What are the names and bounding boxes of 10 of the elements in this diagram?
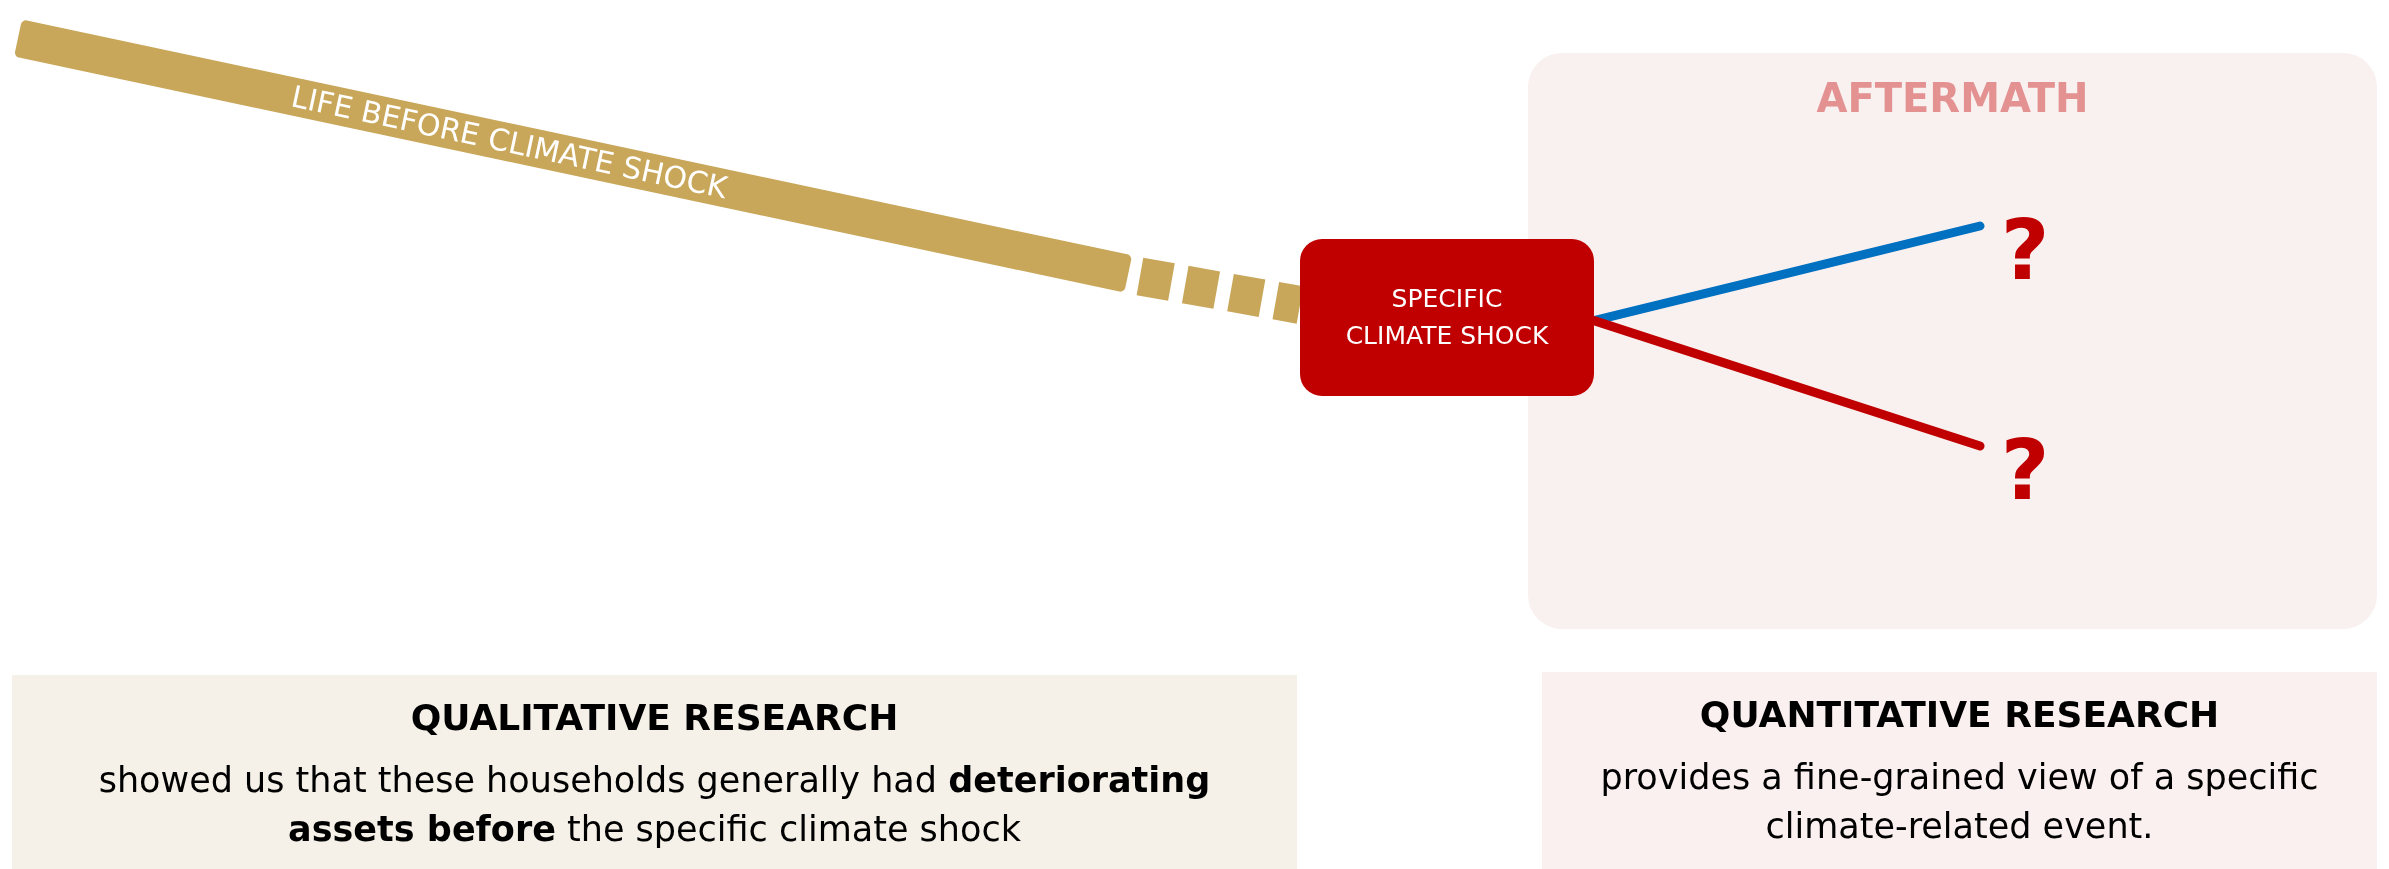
panel-title: AFTERMATH	[1816, 75, 2089, 121]
question-mark: ?	[1999, 420, 2051, 521]
event-label: SPECIFIC CLIMATE SHOCK	[1344, 283, 1550, 352]
question-mark: ?	[1999, 200, 2051, 301]
body-text: showed us that these households generally had deteriorating assets before the specific climate shock	[97, 759, 1212, 851]
body-text: provides a fine-grained view of a specific climate-related event.	[1599, 756, 2320, 848]
section-heading: QUALITATIVE RESEARCH	[409, 697, 900, 738]
section-heading: QUANTITATIVE RESEARCH	[1698, 694, 2221, 735]
event-box	[1300, 239, 1594, 396]
bar-label: LIFE BEFORE CLIMATE SHOCK	[287, 77, 731, 208]
